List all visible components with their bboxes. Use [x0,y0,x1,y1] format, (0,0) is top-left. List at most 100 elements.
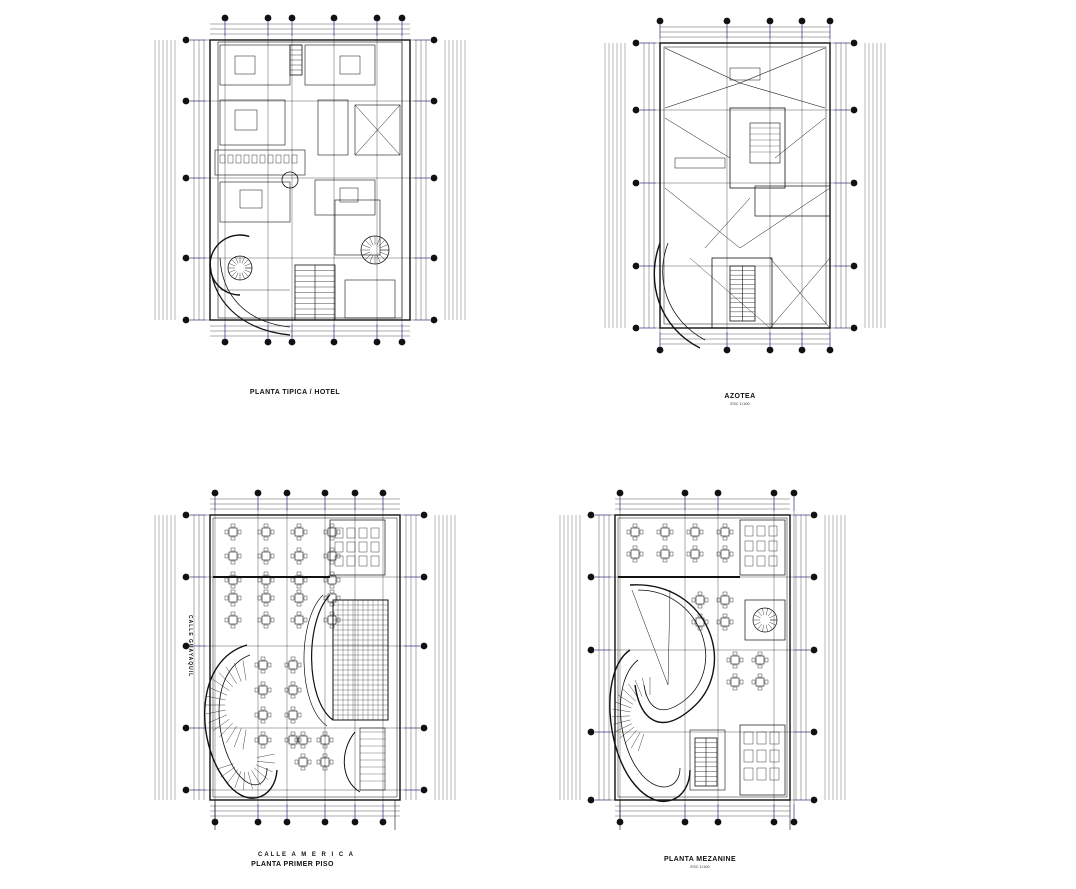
stair-step [364,239,372,247]
chair [329,589,335,594]
drawing-rect [358,555,368,567]
stair-step [767,610,773,617]
chair [263,611,269,616]
stair-step [631,732,641,749]
chair [254,687,259,693]
stair-step [208,714,228,723]
drawing-rect [358,541,368,553]
chair [230,536,236,541]
stair-step [205,709,226,715]
plan-title-planta-mezanine: PLANTA MEZANINE [663,856,737,863]
stair-step [754,614,761,619]
chair [329,523,335,528]
drawing-rect [346,555,356,567]
chair [323,529,328,535]
table [288,710,298,720]
table [327,575,337,585]
chair [263,560,269,565]
grid-bubble [770,818,778,826]
stair-step [218,672,233,688]
chair [669,551,674,557]
stair-step [243,259,249,265]
grid-bubble [810,646,818,654]
table [720,549,730,559]
chair [656,551,661,557]
chair [716,551,721,557]
stair-step [369,236,374,246]
chair [323,577,328,583]
table [720,617,730,627]
chair [290,617,295,623]
drawing-rect [756,767,767,781]
stair-step [612,715,631,717]
drawing-path [219,257,291,328]
drawing-path [311,594,334,721]
table [288,735,298,745]
chair [697,591,703,596]
drawing-rect [370,555,380,567]
drawing-line [664,47,741,84]
grid-bubble [420,642,428,650]
chair [722,613,728,618]
grid-bubble [766,346,774,354]
stair-step [225,726,237,744]
table [755,655,765,665]
drawing-line [664,82,741,109]
chair [300,744,306,749]
grid-bubble [810,728,818,736]
table [294,575,304,585]
grid-bubble [288,14,296,22]
stair-step [242,729,247,750]
drawing-rect [768,525,778,537]
grid-bubble [182,254,190,262]
grid-bubble [850,179,858,187]
drawing-rect [359,727,386,791]
grid-bubble [420,786,428,794]
chair [224,529,229,535]
chair [722,523,728,528]
stair-step [244,263,252,267]
chair [290,656,296,661]
grid-bubble [182,786,190,794]
grid-bubble [373,338,381,346]
chair [224,595,229,601]
table [294,551,304,561]
chair [237,529,242,535]
drawing-rect [370,541,380,553]
chair [699,551,704,557]
chair [290,744,296,749]
chair [257,595,262,601]
table [261,527,271,537]
chair [296,560,302,565]
chair [267,737,272,743]
drawing-rect [283,154,290,164]
drawing-rect [743,767,754,781]
table [720,595,730,605]
chair [260,706,266,711]
table [258,735,268,745]
stair-step [378,239,386,247]
table [690,527,700,537]
grid-bubble [790,818,798,826]
chair [230,624,236,629]
chair [303,617,308,623]
chair [729,619,734,625]
grid-bubble [420,724,428,732]
table [261,551,271,561]
chair [254,662,259,668]
grid-bubble [430,254,438,262]
table [261,615,271,625]
table [258,710,268,720]
drawing-rect [756,749,767,763]
drawing-rect [769,731,780,745]
chair [686,551,691,557]
drawing-line [354,104,401,156]
chair [230,602,236,607]
chair [230,571,236,576]
chair [722,591,728,596]
grid-bubble [330,338,338,346]
drawing-rect [358,527,368,539]
grid-bubble [587,511,595,519]
grid-bubble [398,338,406,346]
table [660,549,670,559]
